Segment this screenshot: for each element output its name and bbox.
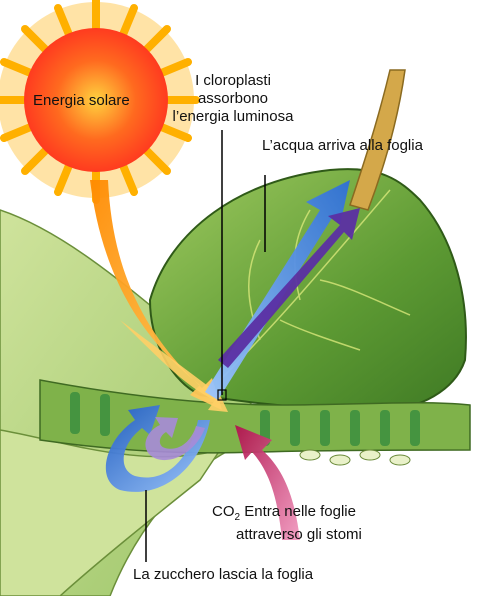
chloroplasts-line-3: l’energia luminosa: [172, 108, 294, 125]
main-leaf: [148, 168, 467, 412]
leaf-stem: [349, 69, 406, 211]
co2-formula: CO: [212, 503, 235, 520]
leader-lines: [145, 130, 266, 562]
co2-line-1: Entra nelle foglie: [244, 503, 356, 520]
solar-energy-label: Energia solare: [33, 92, 130, 109]
sun-icon: [0, 0, 200, 204]
purple-arrow: [218, 208, 360, 368]
chloroplasts-label: I cloroplasti assorbono l’energia lumino…: [158, 72, 308, 126]
water-label: L’acqua arriva alla foglia: [262, 137, 423, 154]
co2-line-2: attraverso gli stomi: [236, 526, 362, 543]
co2-subscript: 2: [234, 512, 241, 523]
co2-arrow: [235, 425, 300, 540]
chloroplasts-line-1: I cloroplasti: [195, 72, 271, 89]
co2-label: CO2 Entra nelle foglie: [212, 503, 356, 527]
sugar-label: La zucchero lascia la foglia: [133, 566, 314, 583]
sugar-arrow: [105, 405, 210, 492]
chloroplasts-line-2: assorbono: [197, 90, 269, 107]
